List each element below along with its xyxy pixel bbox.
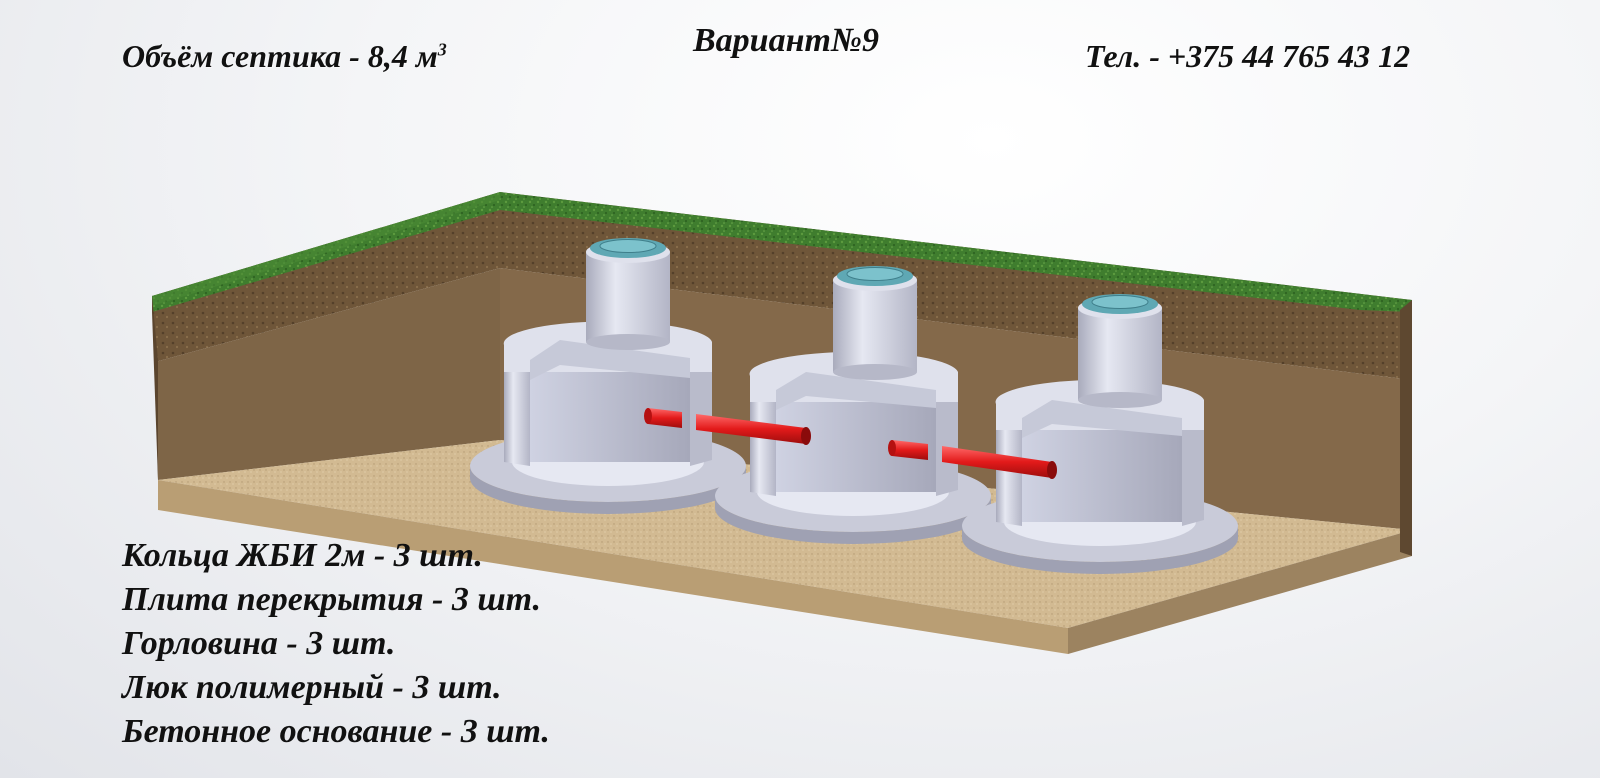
volume-label: Объём септика - 8,4 м3 [122, 38, 447, 75]
volume-unit-superscript: 3 [437, 39, 447, 60]
septic-tank-icon [715, 266, 991, 544]
materials-item: Люк полимерный - 3 шт. [122, 669, 502, 706]
soil-cut-left [152, 296, 158, 480]
septic-tank-icon [962, 294, 1238, 574]
sand-slab-front [158, 480, 1068, 654]
materials-item: Бетонное основание - 3 шт. [122, 713, 550, 750]
pipe-icon [644, 408, 811, 445]
hatch-icon [1082, 294, 1158, 314]
materials-item: Кольца ЖБИ 2м - 3 шт. [122, 537, 483, 574]
phone-label: Тел. - +375 44 765 43 12 [1085, 38, 1411, 74]
hatch-icon [837, 266, 913, 286]
grass-layer [152, 192, 1412, 312]
volume-text: Объём септика - 8,4 м [122, 38, 438, 74]
septic-tank-icon [470, 238, 746, 514]
materials-item: Горловина - 3 шт. [122, 625, 396, 662]
soil-back-right-wall [500, 192, 1412, 380]
materials-item: Плита перекрытия - 3 шт. [122, 581, 542, 618]
variant-title: Вариант№9 [693, 22, 880, 59]
hatch-icon [590, 238, 666, 258]
pipe-icon [888, 440, 1057, 479]
soil-cut-right [1400, 300, 1412, 556]
materials-list: Кольца ЖБИ 2м - 3 шт. Плита перекрытия -… [122, 534, 550, 754]
sand-slab-side [1068, 530, 1412, 654]
